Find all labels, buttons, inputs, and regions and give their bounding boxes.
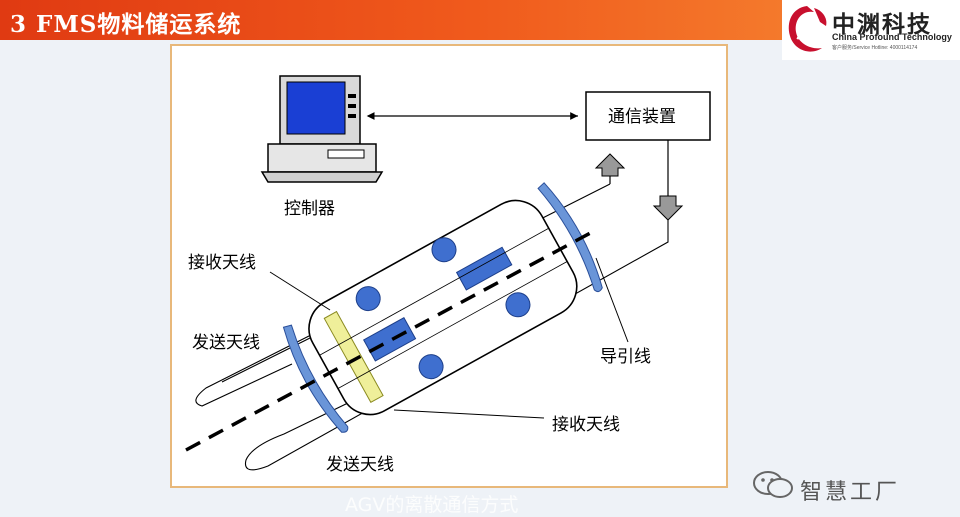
comm-device-label: 通信装置 bbox=[608, 107, 676, 126]
logo-hotline: 客户服务/Service Hotline: 4000114174 bbox=[832, 45, 918, 51]
logo-mark-icon: 渊 bbox=[788, 6, 827, 52]
leader-lines bbox=[269, 257, 629, 419]
company-logo: 渊 中渊科技 China Profound Technology 客户服务/Se… bbox=[782, 0, 960, 60]
up-arrow-icon bbox=[594, 153, 626, 184]
comm-device-box bbox=[585, 91, 711, 141]
down-arrow-icon bbox=[652, 195, 684, 221]
transmit-antenna-bottom-label: 发送天线 bbox=[326, 455, 394, 474]
logo-english-name: China Profound Technology bbox=[832, 32, 952, 42]
controller-computer-icon bbox=[260, 75, 384, 183]
agv-communication-diagram: 控制器 通信装置 bbox=[185, 75, 711, 474]
wechat-icon bbox=[753, 471, 793, 498]
receive-antenna-top-label: 接收天线 bbox=[188, 253, 256, 272]
receive-antenna-bottom-label: 接收天线 bbox=[552, 415, 620, 434]
svg-text:渊: 渊 bbox=[796, 22, 814, 43]
page-title: 3 FMS物料储运系统 bbox=[10, 11, 242, 38]
antenna-loops bbox=[195, 183, 669, 471]
controller-label: 控制器 bbox=[284, 199, 335, 218]
watermark-text: 智慧工厂 bbox=[800, 480, 901, 505]
agv-vehicle bbox=[282, 182, 603, 433]
diagram-caption: AGV的离散通信方式 bbox=[345, 494, 519, 516]
transmit-antenna-left-label: 发送天线 bbox=[192, 333, 260, 352]
diagram-panel: 控制器 通信装置 bbox=[170, 44, 728, 488]
title-bar: 3 FMS物料储运系统 bbox=[0, 0, 790, 40]
guide-wire-label: 导引线 bbox=[600, 347, 651, 366]
logo-name: 中渊科技 bbox=[832, 12, 932, 38]
